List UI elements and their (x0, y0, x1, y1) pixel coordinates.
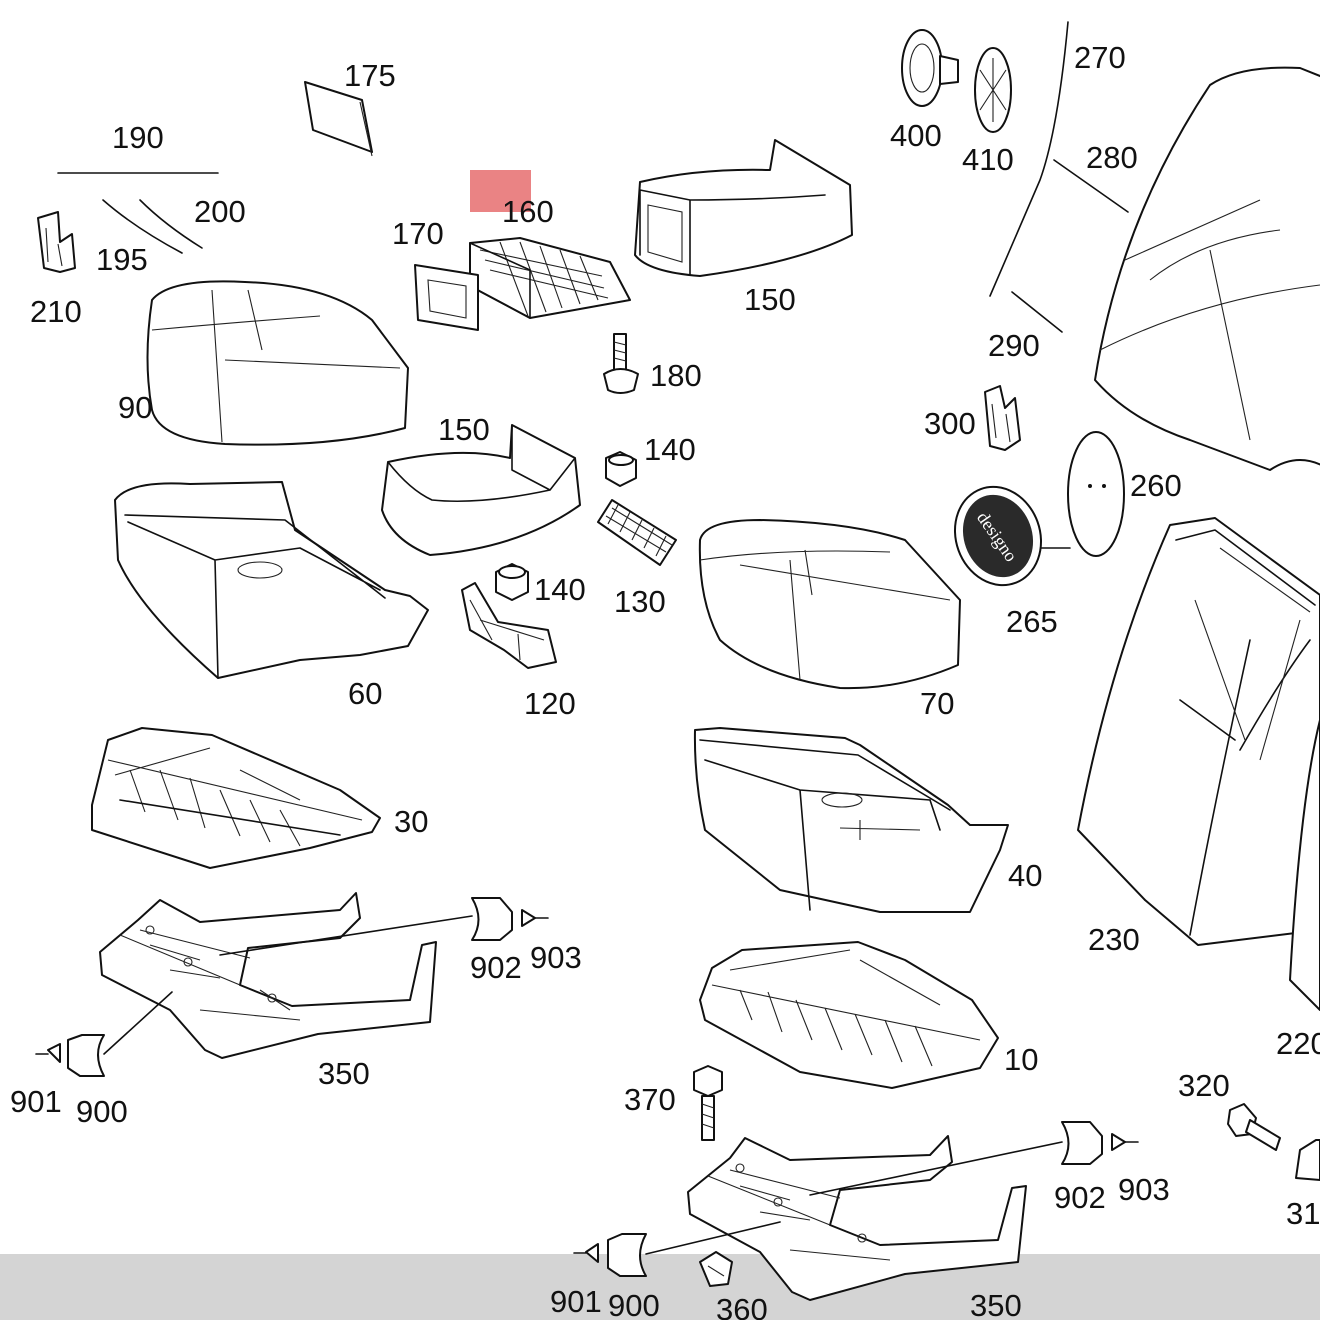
part-290-rod[interactable] (1011, 291, 1063, 333)
part-175[interactable] (304, 81, 373, 157)
label-350-upper: 350 (318, 1056, 370, 1091)
part-40-shell[interactable] (693, 727, 1009, 913)
part-140-nut-upper[interactable] (605, 451, 637, 487)
part-90-seat-cover[interactable] (146, 280, 409, 446)
part-195-wire[interactable] (102, 199, 183, 254)
label-31x: 31 (1286, 1196, 1320, 1231)
label-370: 370 (624, 1082, 676, 1117)
part-320-bolt[interactable] (1227, 1103, 1281, 1151)
part-902-cap-lower[interactable] (809, 1121, 1103, 1196)
label-230: 230 (1088, 922, 1140, 957)
label-902-upper: 902 (470, 950, 522, 985)
part-410-knob[interactable] (974, 47, 1012, 133)
label-220: 220 (1276, 1026, 1320, 1061)
label-903-lower: 903 (1118, 1172, 1170, 1207)
part-60-seat-shell[interactable] (114, 481, 429, 679)
part-70-cover[interactable] (698, 519, 961, 690)
part-30-pan[interactable] (91, 727, 381, 869)
part-280-rod[interactable] (1053, 159, 1129, 213)
label-260: 260 (1130, 468, 1182, 503)
part-360-clip[interactable] (699, 1251, 733, 1287)
label-180: 180 (650, 358, 702, 393)
label-90: 90 (118, 390, 152, 425)
label-900-lower: 900 (608, 1288, 660, 1320)
label-901-lower: 901 (550, 1284, 602, 1319)
label-190: 190 (112, 120, 164, 155)
part-270-rod[interactable] (989, 21, 1069, 297)
label-210: 210 (30, 294, 82, 329)
part-31x-clip[interactable] (1295, 1139, 1320, 1181)
part-350-rail-left[interactable] (99, 892, 437, 1059)
part-210-clip[interactable] (37, 211, 76, 273)
label-280: 280 (1086, 140, 1138, 175)
label-140-upper: 140 (644, 432, 696, 467)
part-160-bracket[interactable] (469, 237, 631, 319)
part-120-bracket[interactable] (461, 582, 557, 669)
label-150-upper: 150 (744, 282, 796, 317)
label-10: 10 (1004, 1042, 1038, 1077)
label-360: 360 (716, 1292, 768, 1320)
label-30: 30 (394, 804, 428, 839)
label-60: 60 (348, 676, 382, 711)
part-150-lower-foam[interactable] (381, 424, 581, 556)
label-320: 320 (1178, 1068, 1230, 1103)
part-400-knob[interactable] (901, 29, 959, 107)
part-900-cap-left[interactable] (67, 991, 173, 1077)
label-140-lower: 140 (534, 572, 586, 607)
part-300-clip[interactable] (984, 385, 1021, 451)
label-195: 195 (96, 242, 148, 277)
part-230-backrest-frame[interactable] (1077, 517, 1320, 946)
label-290: 290 (988, 328, 1040, 363)
part-265-designo-badge[interactable]: designo (941, 475, 1071, 598)
label-901-left: 901 (10, 1084, 62, 1119)
part-902-cap-upper[interactable] (219, 897, 513, 956)
label-170: 170 (392, 216, 444, 251)
label-350-lower: 350 (970, 1288, 1022, 1320)
part-220-side-panel[interactable] (1289, 719, 1320, 1011)
part-150-upper-foam[interactable] (634, 139, 853, 277)
part-170-plate[interactable] (414, 264, 479, 331)
part-130-grille[interactable] (597, 499, 677, 566)
label-70: 70 (920, 686, 954, 721)
label-270: 270 (1074, 40, 1126, 75)
highlight-box (470, 170, 531, 212)
part-10-pan[interactable] (699, 941, 999, 1089)
part-903-pin-upper[interactable] (521, 909, 549, 927)
part-370-bolt[interactable] (693, 1065, 723, 1141)
label-903-upper: 903 (530, 940, 582, 975)
part-901-pin-left[interactable] (35, 1043, 61, 1063)
label-902-lower: 902 (1054, 1180, 1106, 1215)
label-40: 40 (1008, 858, 1042, 893)
part-260-disc[interactable] (1067, 431, 1125, 557)
label-200: 200 (194, 194, 246, 229)
label-130: 130 (614, 584, 666, 619)
part-140-nut-lower[interactable] (495, 563, 529, 601)
label-150-lower: 150 (438, 412, 490, 447)
part-180-screw[interactable] (603, 333, 639, 394)
callout-labels: 175 190 200 195 210 90 170 150 180 150 1… (10, 40, 1320, 1320)
label-400: 400 (890, 118, 942, 153)
part-350-rail-lower[interactable] (687, 1135, 1027, 1301)
label-410: 410 (962, 142, 1014, 177)
part-backrest-cover[interactable] (1094, 66, 1320, 471)
part-901-pin-lower[interactable] (573, 1243, 599, 1263)
part-903-pin-lower[interactable] (1111, 1133, 1139, 1151)
label-300: 300 (924, 406, 976, 441)
label-265: 265 (1006, 604, 1058, 639)
label-900-left: 900 (76, 1094, 128, 1129)
bottom-band (0, 1254, 1320, 1320)
label-120: 120 (524, 686, 576, 721)
part-200-wire[interactable] (139, 199, 203, 249)
label-175: 175 (344, 58, 396, 93)
part-900-cap-lower[interactable] (607, 1221, 781, 1277)
